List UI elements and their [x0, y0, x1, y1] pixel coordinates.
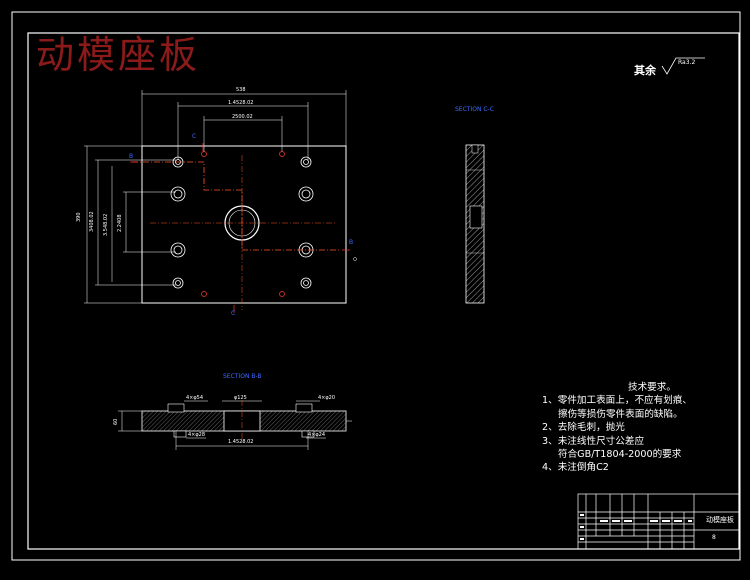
title-block [577, 493, 740, 550]
tech-note-line: 4、未注倒角C2 [542, 462, 609, 474]
section-c-c-view [465, 144, 485, 304]
dim-bb-span: 1.4528.02 [228, 439, 254, 445]
dim-hole-span: 1.4528.02 [228, 100, 254, 106]
dim-bb-bore: φ125 [234, 395, 247, 401]
dim-width: 538 [236, 87, 246, 93]
tech-note-line: 2、去除毛刺，抛光 [542, 422, 625, 434]
tech-note-line: 擦伤等损伤零件表面的缺陷。 [558, 408, 683, 420]
section-b-b-label: SECTION B-B [223, 373, 262, 380]
outer-frame [11, 11, 741, 561]
dim-bb-left-top: 4×φ54 [186, 395, 204, 401]
section-b-b-view [118, 400, 352, 450]
surface-finish-symbol [661, 57, 705, 75]
tech-note-line: 符合GB/T1804-2000的要求 [558, 449, 682, 461]
dim-bb-right-top: 4×φ20 [318, 395, 336, 401]
section-marker-b-left: B [129, 153, 134, 160]
dim-v3: 2.2408 [117, 214, 123, 233]
tech-note-line: 1、零件加工表面上，不应有划痕、 [542, 395, 693, 407]
section-c-c-label: SECTION C-C [455, 106, 494, 113]
dim-bb-thickness: 60 [113, 418, 119, 425]
dim-v2: 3.548.02 [103, 213, 109, 236]
title-block-name: 动模座板 [706, 516, 734, 524]
tech-notes: 技术要求。 1、零件加工表面上，不应有划痕、 擦伤等损伤零件表面的缺陷。 2、去… [542, 381, 692, 475]
page-title: 动模座板 [36, 33, 201, 77]
section-marker-c-top: C [192, 133, 197, 140]
dim-bb-right-bottom: 4×φ24 [308, 432, 326, 438]
dim-v1: 3408.02 [89, 211, 95, 232]
dim-bb-left-bottom: 4×φ28 [188, 432, 206, 438]
dim-height: 390 [76, 212, 82, 222]
title-block-mark: 8 [712, 534, 716, 541]
plan-view [84, 90, 357, 313]
tech-note-line: 3、未注线性尺寸公差应 [542, 435, 645, 447]
section-marker-c-bottom: C [231, 310, 236, 317]
inner-frame [27, 32, 740, 550]
surface-finish-value: Ra3.2 [678, 59, 696, 66]
plate-outline [141, 145, 347, 304]
tech-notes-heading: 技术要求。 [628, 382, 676, 393]
section-marker-b-right: B [349, 239, 354, 246]
surface-finish-label: 其余 [634, 64, 656, 77]
dim-inner-span: 2500.02 [232, 114, 253, 120]
